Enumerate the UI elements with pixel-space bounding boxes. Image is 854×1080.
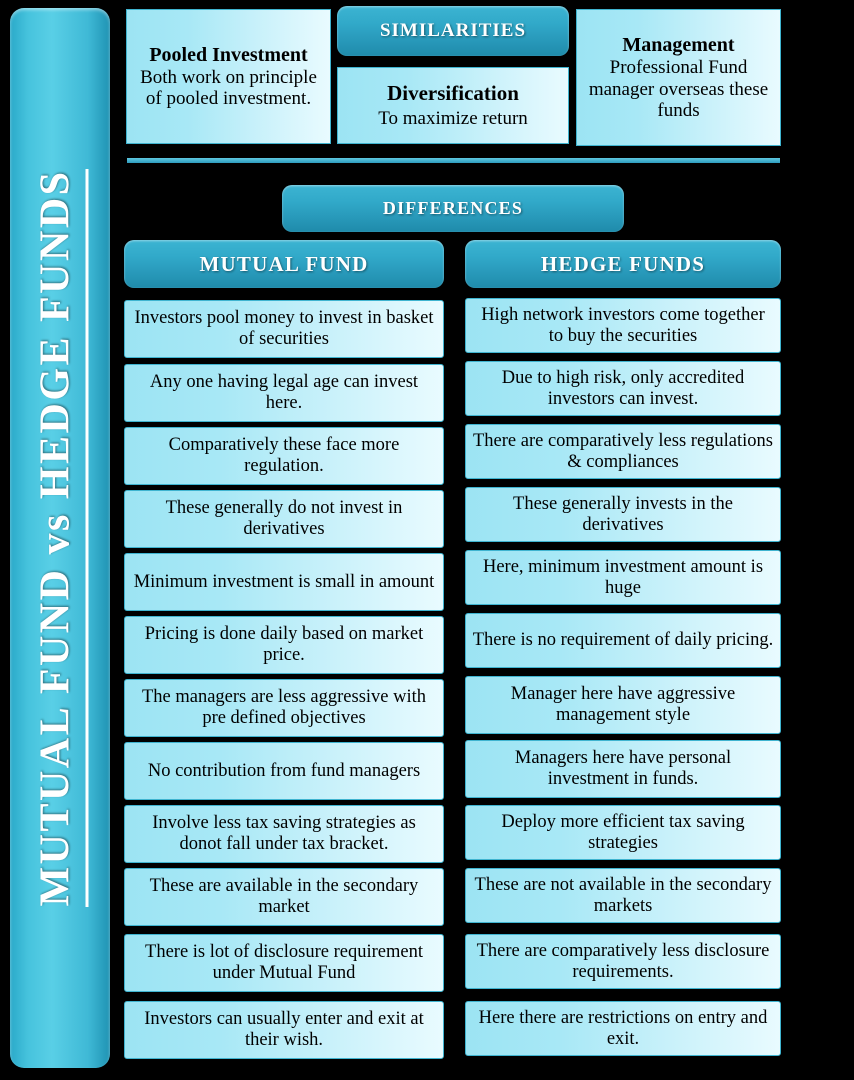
comparison-row-right: Manager here have aggressive management …: [465, 676, 781, 734]
vertical-title-bar: MUTUAL FUND vs HEDGE FUNDS: [10, 8, 110, 1068]
comparison-row-left: Any one having legal age can invest here…: [124, 364, 444, 422]
similarity-card-management: Management Professional Fund manager ove…: [576, 9, 781, 146]
vertical-title-inner: MUTUAL FUND vs HEDGE FUNDS: [31, 9, 89, 1067]
similarity-card-diversification: Diversification To maximize return: [337, 67, 569, 144]
similarities-header: SIMILARITIES: [337, 6, 569, 56]
comparison-row-right: Deploy more efficient tax saving strateg…: [465, 805, 781, 860]
comparison-row-left: No contribution from fund managers: [124, 742, 444, 800]
similarity-heading: Pooled Investment: [149, 43, 308, 66]
similarity-card-pooled-investment: Pooled Investment Both work on principle…: [126, 9, 331, 144]
comparison-row-left: There is lot of disclosure requirement u…: [124, 934, 444, 992]
comparison-row-left: Comparatively these face more regulation…: [124, 427, 444, 485]
similarity-body: Professional Fund manager overseas these…: [588, 57, 769, 121]
comparison-row-right: Here, minimum investment amount is huge: [465, 550, 781, 605]
comparison-row-left: Investors pool money to invest in basket…: [124, 300, 444, 358]
comparison-row-right: Managers here have personal investment i…: [465, 740, 781, 798]
comparison-row-left: Pricing is done daily based on market pr…: [124, 616, 444, 674]
comparison-row-left: These generally do not invest in derivat…: [124, 490, 444, 548]
similarity-heading: Management: [622, 33, 735, 56]
differences-header: DIFFERENCES: [282, 185, 624, 232]
page-title: MUTUAL FUND vs HEDGE FUNDS: [31, 169, 89, 907]
comparison-row-right: There are comparatively less regulations…: [465, 424, 781, 479]
comparison-row-left: These are available in the secondary mar…: [124, 868, 444, 926]
comparison-row-right: These generally invests in the derivativ…: [465, 487, 781, 542]
comparison-row-right: There is no requirement of daily pricing…: [465, 613, 781, 668]
comparison-row-left: Minimum investment is small in amount: [124, 553, 444, 611]
comparison-row-left: Investors can usually enter and exit at …: [124, 1001, 444, 1059]
column-header-hedge-funds: HEDGE FUNDS: [465, 240, 781, 288]
comparison-row-left: The managers are less aggressive with pr…: [124, 679, 444, 737]
comparison-row-right: These are not available in the secondary…: [465, 868, 781, 923]
similarity-heading: Diversification: [387, 81, 519, 106]
column-header-mutual-fund: MUTUAL FUND: [124, 240, 444, 288]
section-divider: [127, 158, 780, 163]
comparison-row-right: There are comparatively less disclosure …: [465, 934, 781, 989]
comparison-row-left: Involve less tax saving strategies as do…: [124, 805, 444, 863]
similarity-body: Both work on principle of pooled investm…: [140, 66, 317, 110]
comparison-row-right: Here there are restrictions on entry and…: [465, 1001, 781, 1056]
similarity-body: To maximize return: [378, 107, 528, 129]
comparison-row-right: High network investors come together to …: [465, 298, 781, 353]
comparison-row-right: Due to high risk, only accredited invest…: [465, 361, 781, 416]
